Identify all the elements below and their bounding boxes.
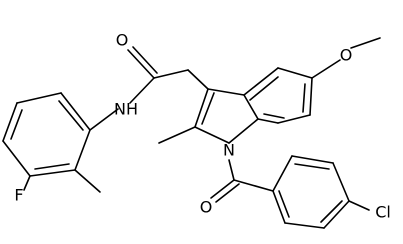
- methoxy-group: [311, 37, 381, 79]
- aryl-methyl-bond: [74, 169, 101, 193]
- aryl-chloride-bond: [348, 200, 370, 211]
- indole-pyrrole-ring: [194, 88, 259, 144]
- chlorophenyl-ring: [272, 155, 350, 229]
- benzoyl-oxygen-label: O: [200, 198, 213, 217]
- methoxy-oxygen-label: O: [340, 46, 353, 65]
- benzoyl-linker: [210, 159, 274, 203]
- fluoro-methylphenyl-ring: [2, 92, 91, 177]
- atom-labels: O NH O N F O Cl: [14, 31, 390, 222]
- aryl-fluoride-bond: [23, 175, 31, 191]
- amide-linker: [89, 46, 209, 131]
- indole-benzene-ring: [243, 67, 313, 124]
- amide-nh-label: NH: [114, 100, 138, 119]
- indole-methyl-bond: [158, 126, 196, 144]
- indole-nitrogen-label: N: [223, 141, 235, 160]
- fluorine-label: F: [14, 186, 23, 205]
- chlorine-label: Cl: [375, 203, 391, 222]
- carbonyl-oxygen-label: O: [116, 31, 129, 50]
